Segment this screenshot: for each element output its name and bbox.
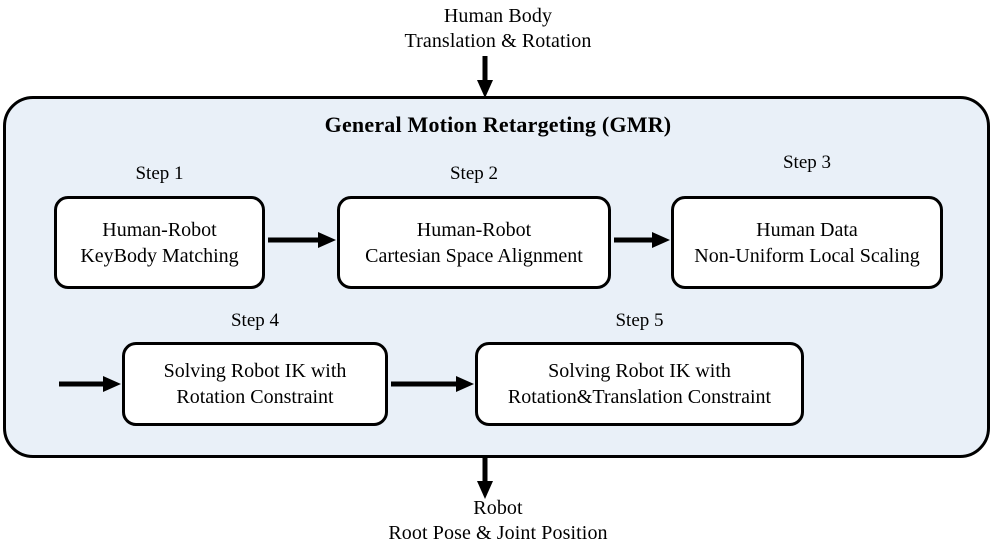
output-caption: Robot Root Pose & Joint Position xyxy=(0,496,996,546)
step-3-text: Human Data Non-Uniform Local Scaling xyxy=(688,217,926,269)
step-5-box[interactable]: Solving Robot IK with Rotation&Translati… xyxy=(475,342,804,426)
step-2-text: Human-Robot Cartesian Space Alignment xyxy=(359,217,589,269)
step-1-box[interactable]: Human-Robot KeyBody Matching xyxy=(54,196,265,289)
step-1-label: Step 1 xyxy=(135,163,184,184)
step-4-text-line-2: Rotation Constraint xyxy=(176,386,334,408)
input-caption-line-2: Translation & Rotation xyxy=(404,30,592,52)
arrow-step-2-to-step-3 xyxy=(614,228,670,252)
step-4-text-line-1: Solving Robot IK with xyxy=(163,360,347,382)
step-3-box[interactable]: Human Data Non-Uniform Local Scaling xyxy=(671,196,943,289)
input-caption: Human Body Translation & Rotation xyxy=(0,4,996,54)
step-2-text-line-2: Cartesian Space Alignment xyxy=(365,244,583,267)
input-arrow xyxy=(0,56,996,98)
step-5-text: Solving Robot IK with Rotation&Translati… xyxy=(502,358,777,410)
step-2-box[interactable]: Human-Robot Cartesian Space Alignment xyxy=(337,196,611,289)
step-3-text-line-1: Human Data xyxy=(756,218,858,241)
arrow-step-4-to-step-5 xyxy=(391,372,474,396)
step-3-label: Step 3 xyxy=(782,152,832,173)
output-arrow xyxy=(0,455,996,499)
arrow-step-1-to-step-2 xyxy=(268,228,336,252)
output-caption-line-2: Root Pose & Joint Position xyxy=(388,522,608,544)
step-1-text: Human-Robot KeyBody Matching xyxy=(74,217,244,269)
step-2-text-line-1: Human-Robot xyxy=(416,218,532,241)
step-4-box[interactable]: Solving Robot IK with Rotation Constrain… xyxy=(122,342,388,426)
step-1-text-line-2: KeyBody Matching xyxy=(80,244,239,267)
output-caption-line-1: Robot xyxy=(473,497,523,519)
step-4-label: Step 4 xyxy=(230,310,280,331)
step-3-text-line-2: Non-Uniform Local Scaling xyxy=(694,244,920,267)
input-caption-line-1: Human Body xyxy=(443,5,553,27)
step-5-label: Step 5 xyxy=(615,310,664,331)
arrow-step-3-to-step-4 xyxy=(59,372,121,396)
step-4-text: Solving Robot IK with Rotation Constrain… xyxy=(158,358,353,410)
gmr-panel-title: General Motion Retargeting (GMR) xyxy=(324,112,672,137)
step-5-text-line-1: Solving Robot IK with xyxy=(548,360,731,382)
step-2-label: Step 2 xyxy=(449,163,499,184)
step-5-text-line-2: Rotation&Translation Constraint xyxy=(507,386,772,408)
step-1-text-line-1: Human-Robot xyxy=(102,218,217,241)
